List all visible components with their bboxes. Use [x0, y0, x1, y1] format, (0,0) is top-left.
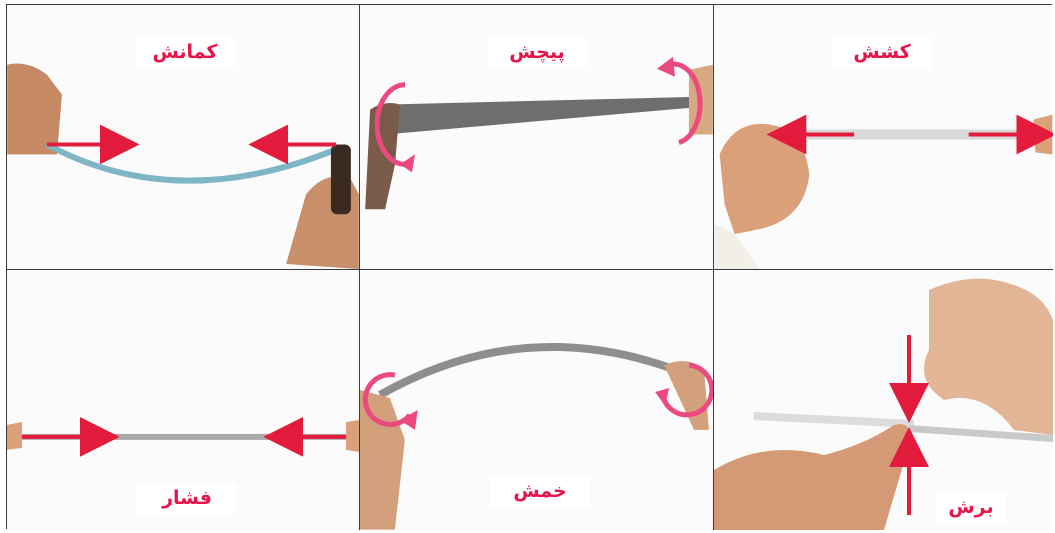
panel-tension: کشش — [714, 5, 1053, 270]
label-bending: خمش — [490, 476, 590, 507]
left-hand-icon — [714, 424, 910, 530]
label-tension: کشش — [832, 37, 932, 68]
twisted-steel-rule — [385, 97, 704, 135]
panel-shear: برش — [714, 270, 1053, 530]
left-hand-icon — [365, 103, 400, 209]
right-hand-icon — [924, 279, 1053, 435]
left-hand-icon — [7, 64, 62, 155]
left-hand-icon — [7, 422, 22, 450]
stress-types-grid: کمانش پیچش کشش — [6, 4, 1052, 529]
right-hand-icon — [346, 420, 359, 452]
panel-torsion: پیچش — [360, 5, 714, 270]
steel-strip-left — [754, 412, 914, 428]
panel-buckling: کمانش — [7, 5, 360, 270]
panel-bending: خمش — [360, 270, 714, 530]
label-buckling: کمانش — [135, 37, 235, 68]
label-torsion: پیچش — [487, 37, 587, 68]
label-shear: برش — [936, 492, 1006, 523]
left-hand-icon — [720, 124, 810, 234]
label-compression: فشار — [137, 483, 237, 514]
bent-steel-rule — [380, 347, 689, 395]
shear-illustration — [714, 270, 1053, 530]
panel-compression: فشار — [7, 270, 360, 530]
flexible-strip — [47, 144, 336, 180]
